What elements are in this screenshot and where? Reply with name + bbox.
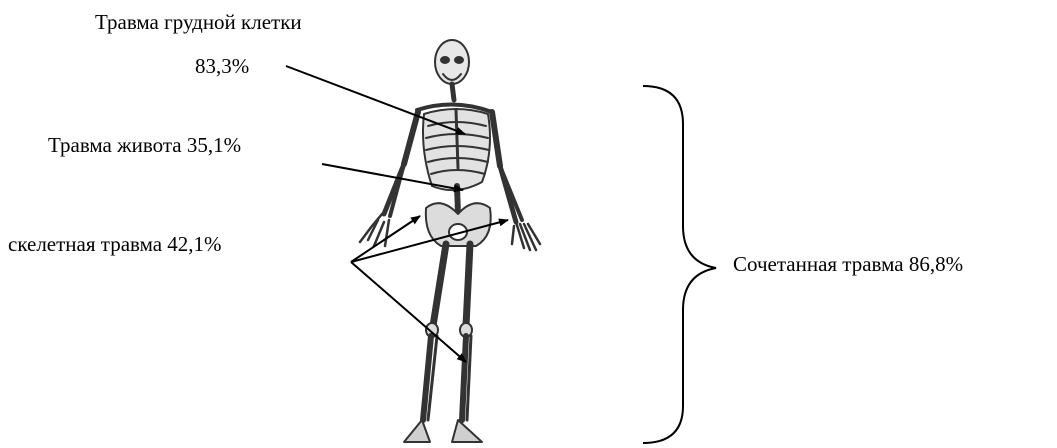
skeleton-illustration xyxy=(360,40,540,442)
curly-brace xyxy=(643,86,716,443)
skeletal-arrow-leg xyxy=(351,262,466,362)
